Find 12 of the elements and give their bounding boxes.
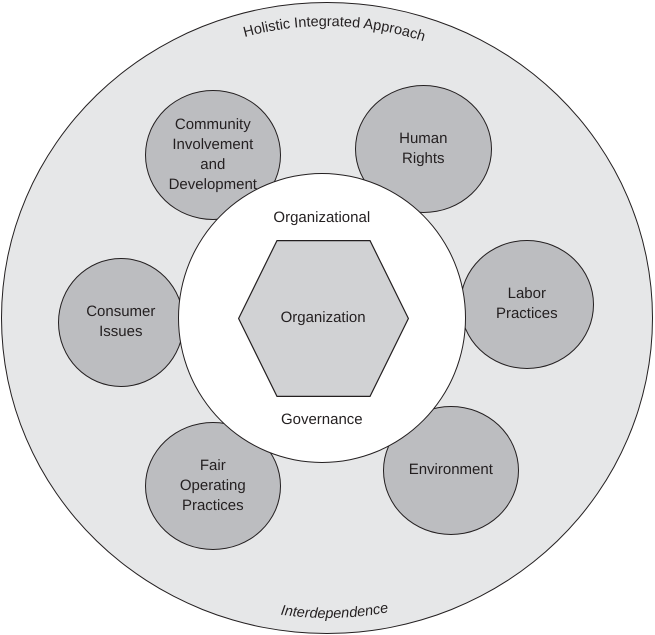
topic-label: Fair Operating Practices xyxy=(178,456,247,516)
hexagon-label: Organization xyxy=(280,308,366,328)
topic-label: Environment xyxy=(408,460,493,480)
ring-label: Organizational xyxy=(273,208,370,228)
topic-label: Labor Practices xyxy=(494,284,559,324)
curved-heading: Holistic Integrated Approach xyxy=(242,14,428,45)
topic-label: Human Rights xyxy=(398,128,448,169)
topic-label: Consumer Issues xyxy=(85,302,156,342)
curved-heading: Interdependence xyxy=(280,600,390,622)
ring-label: Governance xyxy=(280,410,363,430)
hexagon xyxy=(238,240,409,397)
topic-label: Community Involvement and Development xyxy=(168,114,258,195)
